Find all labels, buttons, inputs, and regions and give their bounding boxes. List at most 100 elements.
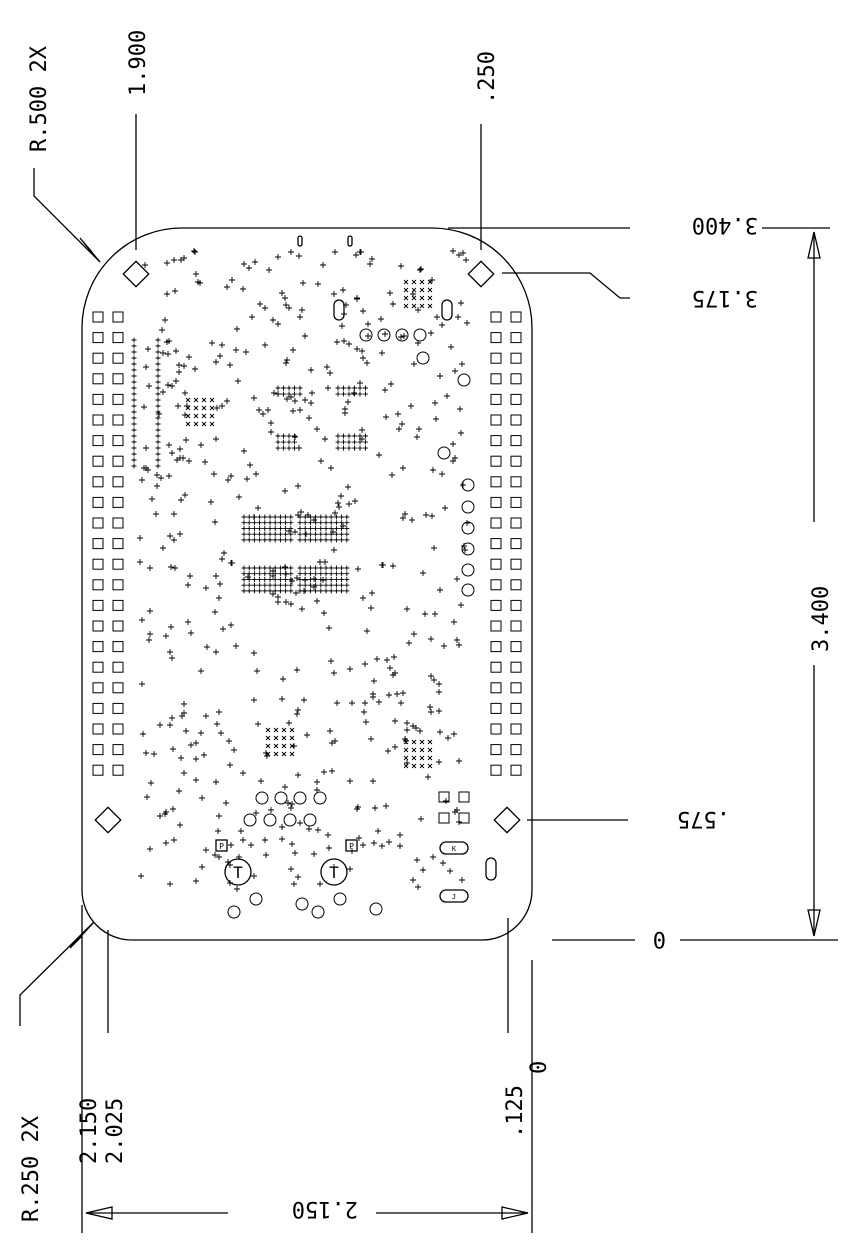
cross-mark — [270, 568, 276, 574]
board-outline — [81, 227, 533, 941]
cross-mark — [262, 582, 268, 588]
header-pad-right — [490, 702, 502, 714]
via-hole — [461, 521, 475, 535]
x-mark — [201, 397, 207, 403]
cross-mark — [131, 451, 137, 457]
header-pad-right — [510, 723, 522, 735]
header-pad-right — [490, 455, 502, 467]
cross-mark — [323, 588, 329, 594]
cross-mark — [376, 699, 382, 705]
header-pad-right — [490, 476, 502, 488]
cross-mark — [346, 391, 352, 397]
cross-mark — [448, 344, 454, 350]
cross-mark — [286, 433, 292, 439]
cross-mark — [292, 391, 297, 397]
cross-mark — [354, 806, 360, 812]
cross-mark — [257, 588, 263, 594]
x-mark — [427, 739, 433, 745]
cross-mark — [333, 514, 339, 520]
cross-mark — [324, 364, 330, 370]
cross-mark — [225, 477, 231, 483]
cross-mark — [275, 594, 281, 600]
cross-mark — [251, 514, 257, 520]
cross-mark — [380, 562, 386, 568]
cross-mark — [182, 390, 188, 396]
cross-mark — [279, 836, 285, 842]
header-pad-left — [92, 579, 104, 591]
cross-mark — [302, 525, 308, 531]
cross-mark — [286, 439, 292, 445]
cross-mark — [307, 520, 313, 526]
cross-mark — [240, 286, 246, 292]
header-pad-right — [510, 311, 522, 323]
cross-mark — [392, 744, 398, 750]
cross-mark — [251, 565, 257, 571]
cross-mark — [288, 805, 294, 811]
cross-mark — [283, 571, 289, 577]
square-pad — [458, 812, 470, 824]
cross-mark — [155, 361, 161, 367]
via-hole — [461, 583, 475, 597]
x-mark — [201, 405, 207, 411]
cross-mark — [288, 531, 294, 537]
cross-mark — [346, 439, 352, 445]
cross-mark — [270, 317, 276, 323]
header-pad-right — [510, 435, 522, 447]
cross-mark — [146, 637, 152, 643]
x-mark — [193, 405, 199, 411]
cross-mark — [331, 547, 337, 553]
cross-mark — [283, 576, 289, 582]
x-mark — [201, 413, 207, 419]
cross-mark — [400, 465, 406, 471]
cross-mark — [387, 665, 393, 671]
cross-mark — [458, 300, 464, 306]
cross-mark — [431, 545, 437, 551]
cross-mark — [436, 689, 442, 695]
cross-mark — [328, 465, 334, 471]
cross-mark — [155, 349, 161, 355]
cross-mark — [347, 866, 353, 872]
via-hole — [243, 813, 257, 827]
cross-mark — [396, 426, 402, 432]
cross-mark — [277, 537, 283, 543]
header-pad-left — [92, 517, 104, 529]
cross-mark — [219, 403, 225, 409]
cross-mark — [302, 576, 308, 582]
cross-mark — [257, 520, 263, 526]
cross-mark — [292, 850, 298, 856]
cross-mark — [154, 472, 160, 478]
cross-mark — [131, 367, 137, 373]
cross-mark — [171, 837, 177, 843]
cross-mark — [288, 601, 294, 607]
cross-mark — [443, 798, 449, 804]
x-mark — [403, 739, 409, 745]
cross-mark — [277, 588, 283, 594]
cross-mark — [428, 330, 434, 336]
slot-j-right — [485, 857, 497, 881]
label-3400-top: 3.400 — [692, 212, 758, 237]
cross-mark — [328, 658, 334, 664]
cross-mark — [313, 582, 319, 588]
cross-mark — [360, 842, 366, 848]
cross-mark — [313, 571, 319, 577]
cross-mark — [302, 565, 308, 571]
header-pad-left — [92, 373, 104, 385]
cross-mark — [155, 367, 161, 373]
leader-r500 — [33, 168, 101, 263]
cross-mark — [213, 436, 219, 442]
cross-mark — [251, 531, 257, 537]
cross-mark — [317, 559, 323, 565]
x-mark — [265, 743, 271, 749]
cross-mark — [219, 342, 225, 348]
cross-mark — [262, 571, 268, 577]
header-pad-right — [490, 723, 502, 735]
cross-mark — [155, 391, 161, 397]
cross-mark — [297, 565, 303, 571]
cross-mark — [413, 725, 419, 731]
cross-mark — [365, 321, 371, 327]
cross-mark — [457, 406, 463, 412]
cross-mark — [359, 427, 365, 433]
cross-mark — [402, 511, 408, 517]
cross-mark — [420, 867, 426, 873]
label-0-bottom: 0 — [527, 1061, 552, 1074]
